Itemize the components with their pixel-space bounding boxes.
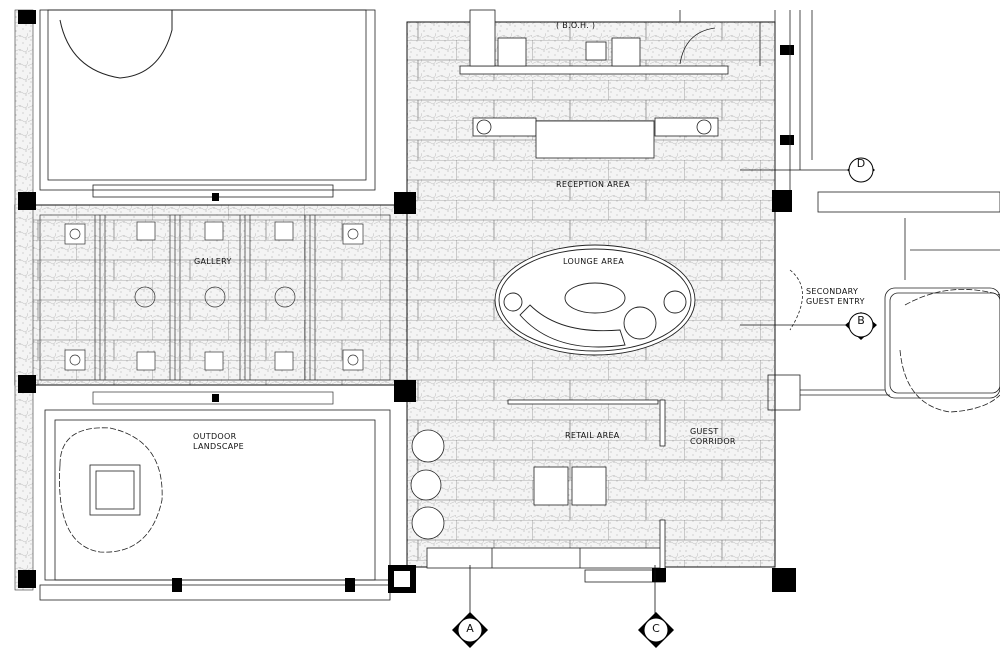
section-marker-a: A: [452, 612, 488, 648]
marker-b-label: B: [857, 314, 865, 327]
label-lounge-area: LOUNGE AREA: [563, 257, 624, 266]
marker-a-label: A: [466, 622, 474, 635]
courtyard-top: [39, 9, 376, 198]
label-reception-area: RECEPTION AREA: [556, 180, 630, 189]
boh-counter: [459, 9, 761, 75]
lounge-area: [494, 244, 696, 356]
section-marker-c: C: [638, 612, 674, 648]
label-guest-entry: GUEST ENTRY: [806, 297, 865, 306]
label-guest: GUEST: [690, 427, 719, 436]
label-gallery: GALLERY: [194, 257, 232, 266]
section-marker-b: B: [845, 312, 877, 340]
label-retail-area: RETAIL AREA: [565, 431, 620, 440]
label-boh: ( B.O.H. ): [556, 21, 595, 30]
label-outdoor: OUTDOOR: [193, 432, 237, 441]
reception-desk: [472, 117, 719, 159]
gallery-pergola: [39, 214, 391, 405]
marker-d-label: D: [857, 157, 865, 170]
section-marker-d: D: [847, 157, 875, 183]
label-landscape: LANDSCAPE: [193, 442, 244, 451]
label-secondary-entry: SECONDARY: [806, 287, 858, 296]
label-corridor: CORRIDOR: [690, 437, 736, 446]
retail-fixtures: [410, 399, 666, 583]
marker-c-label: C: [652, 622, 660, 635]
